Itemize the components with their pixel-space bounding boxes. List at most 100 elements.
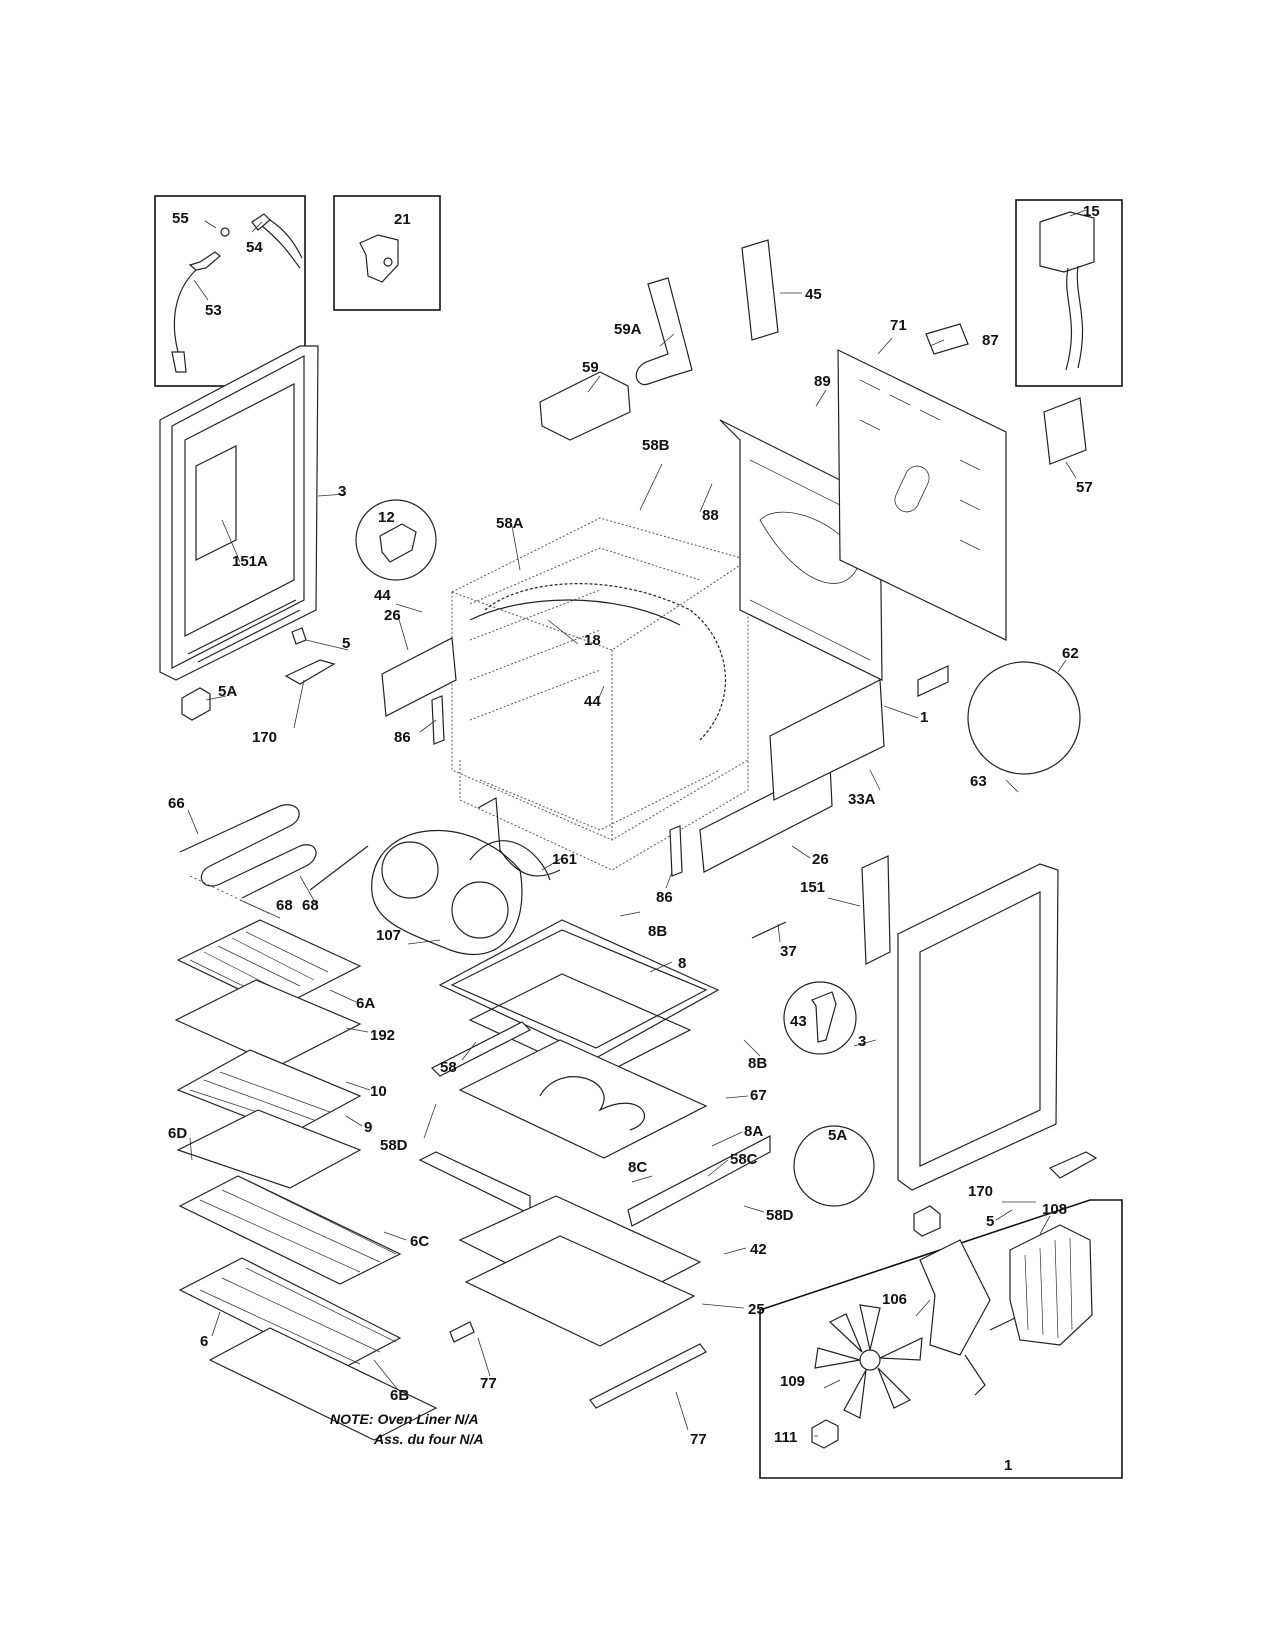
label-9: 9 [364, 1119, 372, 1136]
label-8B_b: 8B [748, 1055, 767, 1072]
label-68a: 68 [302, 897, 319, 914]
cover-57 [1043, 397, 1087, 465]
part-labels: 55 21 54 53 15 45 59A 71 87 59 89 58B 57… [168, 203, 1100, 1474]
label-57: 57 [1076, 479, 1093, 496]
label-3a: 3 [338, 483, 346, 500]
screw-5-left [291, 627, 307, 645]
label-151: 151 [800, 879, 825, 896]
label-108: 108 [1042, 1201, 1067, 1218]
label-192: 192 [370, 1027, 395, 1044]
label-5A_a: 5A [218, 683, 237, 700]
convection-cover-107 [371, 830, 551, 956]
label-86a: 86 [394, 729, 411, 746]
fan-wire-161 [477, 797, 561, 877]
label-77b: 77 [690, 1431, 707, 1448]
label-33A: 33A [848, 791, 876, 808]
label-43: 43 [790, 1013, 807, 1030]
label-45: 45 [805, 286, 822, 303]
oven-door-left [159, 345, 319, 681]
label-58D_b: 58D [766, 1207, 794, 1224]
label-25: 25 [748, 1301, 765, 1318]
label-26b: 26 [812, 851, 829, 868]
label-111: 111 [774, 1429, 797, 1446]
label-89: 89 [814, 373, 831, 390]
label-59A: 59A [614, 321, 642, 338]
label-109: 109 [780, 1373, 805, 1390]
component-59 [539, 371, 631, 441]
label-66: 66 [168, 795, 185, 812]
thermostat-12 [379, 523, 417, 563]
label-26a: 26 [384, 607, 401, 624]
label-170a: 170 [252, 729, 277, 746]
hinge-5A-right [913, 1205, 941, 1237]
label-44b: 44 [584, 693, 601, 710]
inset-circle-62 [967, 661, 1081, 775]
label-63: 63 [970, 773, 987, 790]
inset-circle-43 [783, 981, 857, 1055]
label-53: 53 [205, 302, 222, 319]
label-67: 67 [750, 1087, 767, 1104]
switch-62 [917, 665, 949, 697]
label-12: 12 [378, 509, 395, 526]
label-15: 15 [1083, 203, 1100, 220]
label-58B: 58B [642, 437, 670, 454]
label-1a: 1 [920, 709, 928, 726]
note-line-2: Ass. du four N/A [373, 1431, 484, 1447]
label-10: 10 [370, 1083, 387, 1100]
label-55: 55 [172, 210, 189, 227]
label-87: 87 [982, 332, 999, 349]
cover-87 [925, 323, 969, 355]
label-88: 88 [702, 507, 719, 524]
label-6D: 6D [168, 1125, 187, 1142]
label-21: 21 [394, 211, 411, 228]
sensor-68 [309, 845, 369, 891]
label-5b: 5 [986, 1213, 994, 1230]
duct-59A [635, 277, 693, 386]
label-5a: 5 [342, 635, 350, 652]
label-58C: 58C [730, 1151, 758, 1168]
leader-lines [187, 209, 1087, 1437]
broil-element-66 [179, 804, 317, 899]
label-58A: 58A [496, 515, 524, 532]
inset-box-knob [333, 195, 441, 311]
label-86b: 86 [656, 889, 673, 906]
label-151A: 151A [232, 553, 268, 570]
label-37: 37 [780, 943, 797, 960]
hinge-170-right [1048, 1151, 1098, 1179]
cover-151 [861, 855, 891, 965]
probe-37 [751, 921, 787, 939]
hinge-5A-left [181, 687, 211, 721]
label-58D_a: 58D [380, 1137, 408, 1154]
label-71: 71 [890, 317, 907, 334]
label-106: 106 [882, 1291, 907, 1308]
inset-box-fan-motor [759, 1199, 1123, 1479]
label-3b: 3 [858, 1033, 866, 1050]
inset-box-control [1015, 199, 1123, 387]
screw-43 [811, 991, 837, 1043]
rail-33A [769, 679, 885, 801]
label-18: 18 [584, 632, 601, 649]
label-44a: 44 [374, 587, 391, 604]
label-5A_b: 5A [828, 1127, 847, 1144]
oven-door-right [897, 863, 1059, 1191]
bracket-86-right [669, 825, 683, 877]
label-54: 54 [246, 239, 263, 256]
oven-racks [174, 919, 438, 1441]
label-62: 62 [1062, 645, 1079, 662]
label-107: 107 [376, 927, 401, 944]
label-161: 161 [552, 851, 577, 868]
bottom-assemblies [418, 919, 771, 1409]
bracket-86-left [431, 695, 445, 745]
label-58: 58 [440, 1059, 457, 1076]
label-59: 59 [582, 359, 599, 376]
inset-circle-5A [793, 1125, 875, 1207]
label-8B_a: 8B [648, 923, 667, 940]
label-1b: 1 [1004, 1457, 1012, 1474]
label-6B: 6B [390, 1387, 409, 1404]
label-170b: 170 [968, 1183, 993, 1200]
bracket-26-left [381, 637, 457, 717]
label-8A: 8A [744, 1123, 763, 1140]
label-8: 8 [678, 955, 686, 972]
box-45 [741, 239, 779, 341]
